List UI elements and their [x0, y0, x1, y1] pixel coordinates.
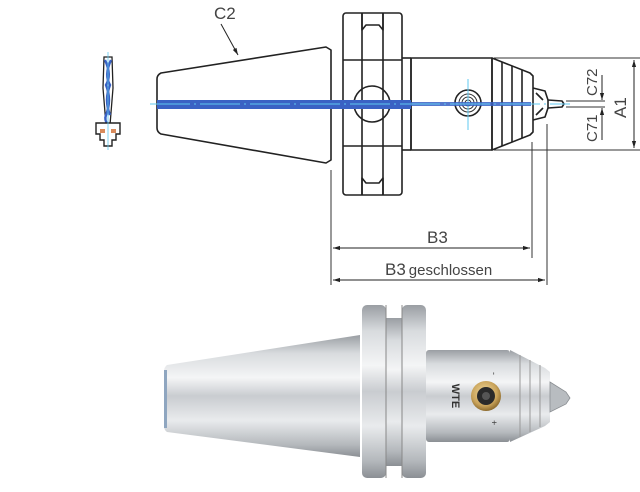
label-b3: B3: [427, 228, 448, 247]
marking-plus: +: [489, 420, 499, 425]
label-c72: C72: [584, 68, 601, 96]
label-c71: C71: [584, 114, 601, 142]
label-a1: A1: [611, 97, 630, 118]
dimension-a1: A1: [494, 57, 640, 151]
brand-logo: WTE: [449, 384, 461, 408]
label-c2: C2: [214, 4, 236, 23]
taper-cone: [156, 46, 332, 164]
product-photo: WTE - +: [164, 305, 571, 478]
marking-minus: -: [489, 372, 499, 375]
tool-icon: [95, 52, 121, 150]
dimension-c71-c72: C72 C71: [566, 68, 605, 142]
